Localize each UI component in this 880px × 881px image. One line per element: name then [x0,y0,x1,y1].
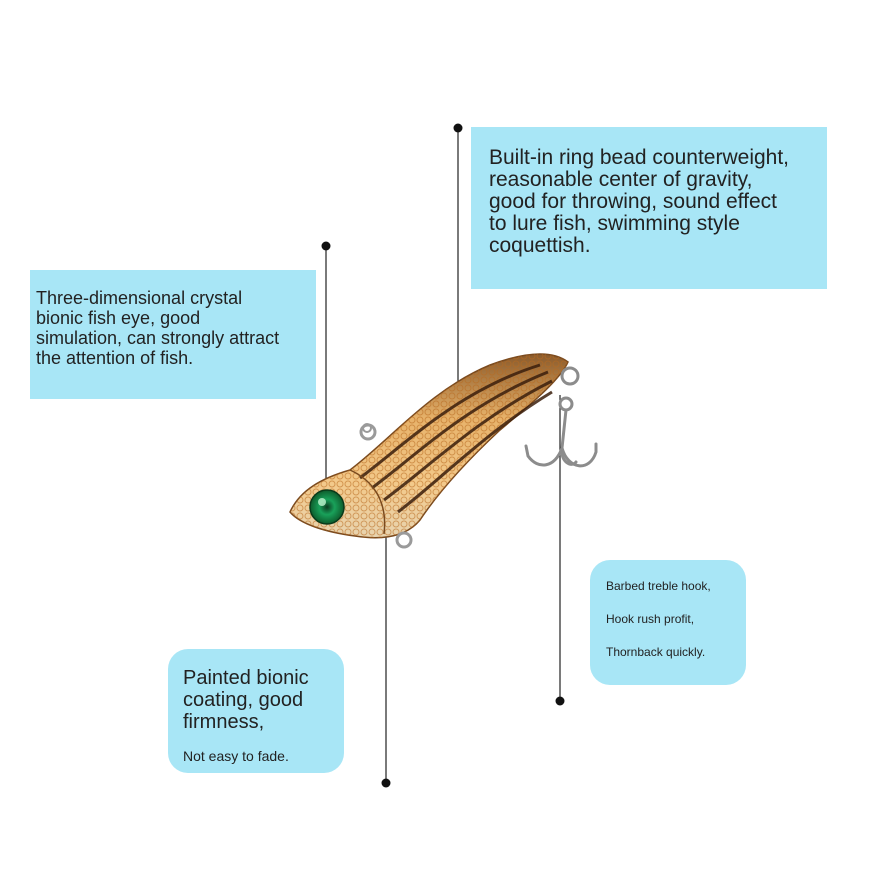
callout-text-line: Three-dimensional crystal [36,288,243,308]
callout-text-line: firmness, [183,711,265,733]
callout-text-line: coating, good [183,689,304,711]
leader-dot-hook [555,696,565,706]
callout-text-line: bionic fish eye, good [36,308,201,328]
callout-text-line: the attention of fish. [36,348,194,368]
callout-text-line: to lure fish, swimming style [489,212,740,235]
leader-dot-coating [381,778,391,788]
callout-text-line: good for throwing, sound effect [489,190,777,213]
callout-text-line: Hook rush profit, [606,612,695,626]
callout-counterweight: Built-in ring bead counterweight, reason… [471,127,827,289]
callout-text-line: simulation, can strongly attract [36,328,280,348]
lure-stripes [359,363,553,514]
fishing-lure-icon [289,353,569,549]
leader-dots [321,123,565,788]
callout-text-line: Built-in ring bead counterweight, [489,146,790,169]
callout-note: Not easy to fade. [183,748,289,764]
line-tie-ring [359,423,377,441]
treble-hook-icon [524,366,598,468]
leader-lines [325,128,561,783]
belly-ring [395,531,413,549]
callout-text-line: Barbed treble hook, [606,579,711,593]
callout-coating: Painted bionic coating, good firmness, N… [168,649,344,773]
callout-text-line: coquettish. [489,234,591,257]
callout-text-line: Painted bionic [183,667,309,689]
callout-treble-hook: Barbed treble hook, Hook rush profit, Th… [590,560,746,685]
lure-eye [309,489,345,525]
callout-fish-eye: Three-dimensional crystal bionic fish ey… [30,270,316,399]
leader-dot-weight [453,123,463,133]
callout-text-line: Thornback quickly. [606,645,706,659]
leader-dot-eye [321,241,331,251]
callout-text-line: reasonable center of gravity, [489,168,753,191]
